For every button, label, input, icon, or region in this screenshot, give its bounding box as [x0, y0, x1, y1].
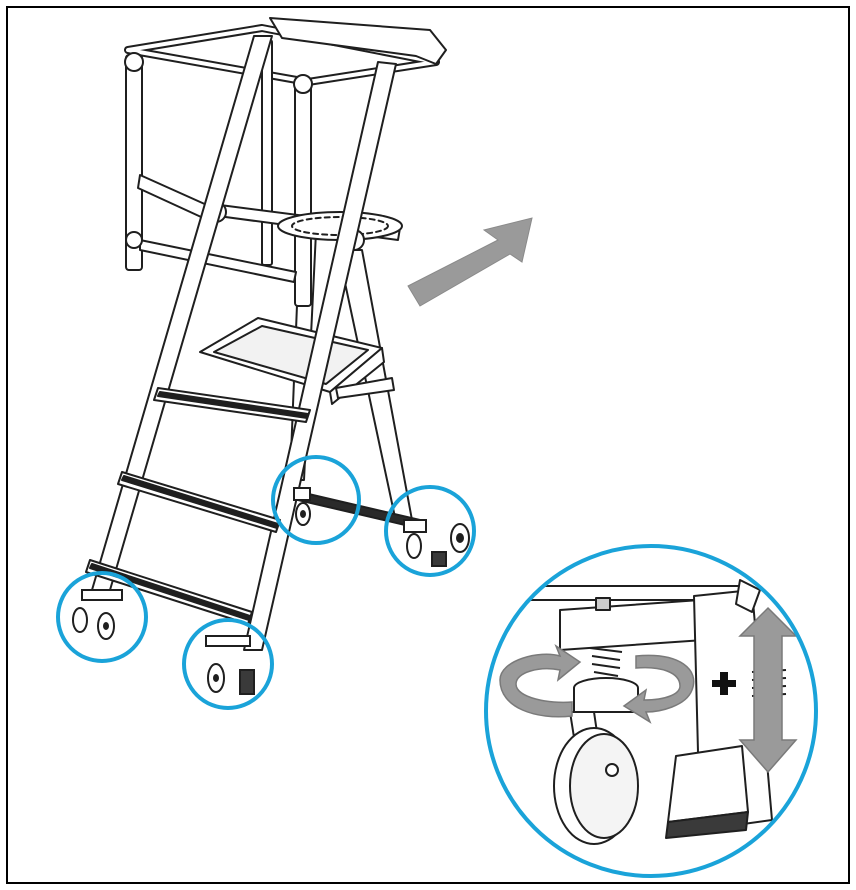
guard-handle	[269, 17, 447, 65]
wheel-highlights	[56, 455, 476, 710]
step-3-tread	[89, 563, 251, 621]
rotate-arrow-icon	[499, 644, 695, 724]
ladder-illustration	[85, 17, 447, 651]
caster-zoom-detail	[484, 544, 818, 878]
zoom-wheel-hub	[605, 763, 619, 777]
plus-icon	[712, 672, 736, 695]
zoom-bolt	[595, 597, 611, 611]
zoom-foot-base	[665, 811, 749, 839]
wheel-highlight-circle	[384, 485, 476, 577]
zoom-circle-border	[484, 544, 818, 878]
zoom-wheel-face	[569, 733, 639, 839]
zoom-rail-top	[735, 579, 761, 613]
guard-joint-5	[125, 231, 143, 249]
direction-arrow-icon	[407, 217, 533, 307]
zoom-bracket	[559, 599, 705, 651]
guard-post-center	[294, 77, 312, 307]
wheel-highlight-circle	[182, 618, 274, 710]
guard-joint-1	[124, 52, 144, 72]
zoom-foot	[667, 745, 749, 823]
front-rail-right	[243, 61, 397, 651]
wheel-front-left	[72, 589, 123, 640]
wheel-rear-left	[293, 487, 311, 526]
wheels	[72, 487, 470, 695]
step-1-tread	[157, 391, 309, 419]
step-2-tread	[121, 475, 279, 529]
guard-joint-2	[293, 74, 313, 94]
wheel-highlight-circle	[56, 571, 148, 663]
wheel-rear-right	[403, 519, 470, 567]
platform-support	[335, 377, 395, 399]
zoom-spring	[589, 647, 623, 677]
wheel-front-right	[205, 635, 255, 695]
wheel-highlight-circle	[271, 455, 361, 545]
up-down-arrow-icon	[738, 606, 798, 774]
guard-post-back	[261, 39, 273, 266]
platform-tray-inner	[213, 325, 369, 385]
